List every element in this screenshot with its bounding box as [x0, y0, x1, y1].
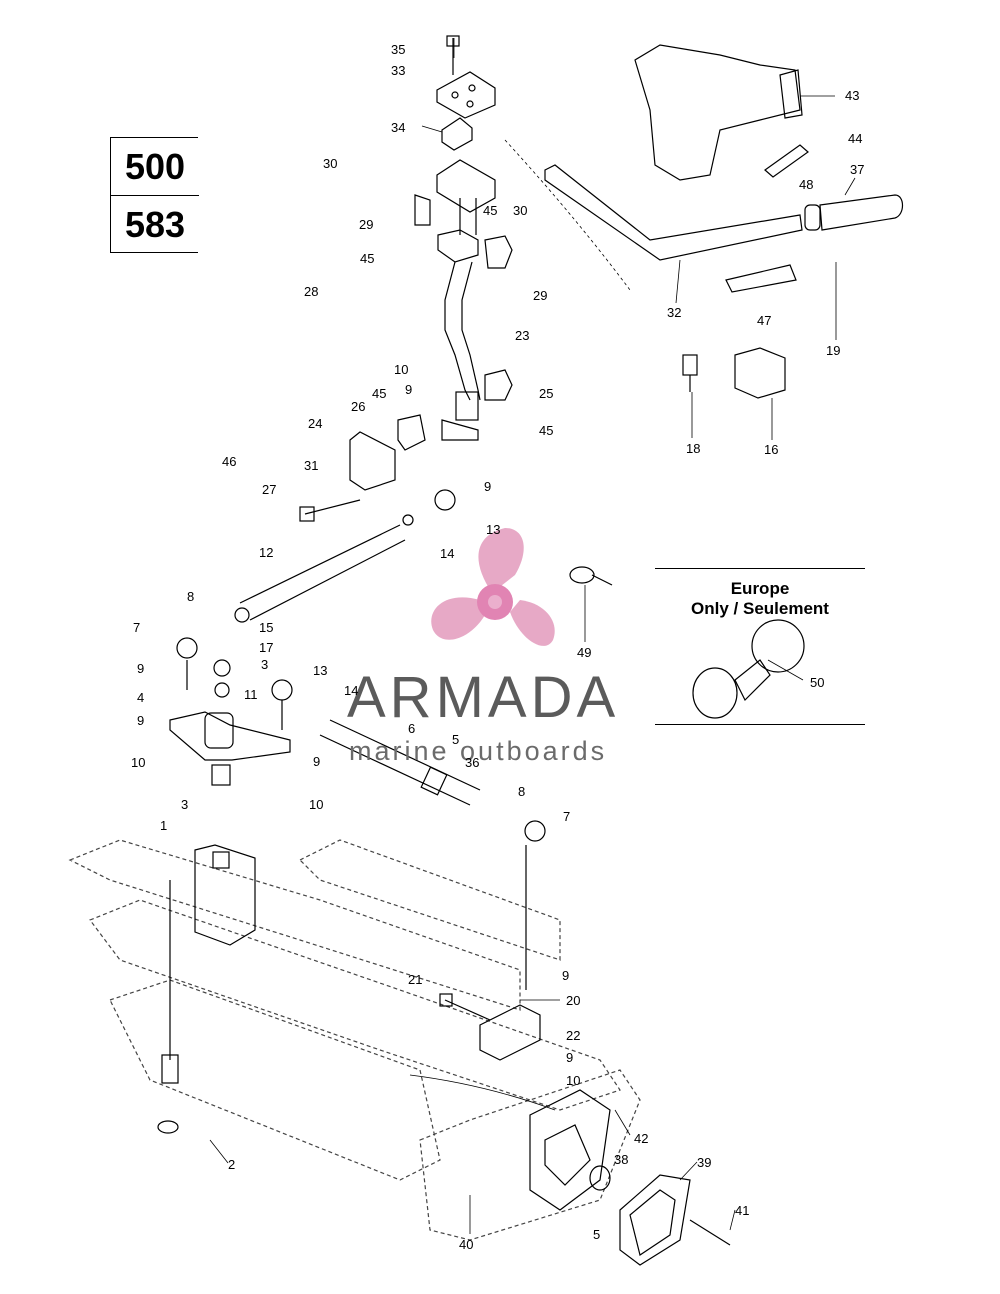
callout-30: 30 [513, 203, 528, 218]
callout-10: 10 [566, 1073, 581, 1088]
callout-9: 9 [137, 713, 145, 728]
callout-47: 47 [757, 313, 772, 328]
callout-8: 8 [187, 589, 195, 604]
callout-35: 35 [391, 42, 406, 57]
watermark-brand-name: ARMADA [347, 665, 620, 730]
callout-48: 48 [799, 177, 814, 192]
callout-8: 8 [518, 784, 526, 799]
steering-rod [234, 489, 456, 623]
callout-32: 32 [667, 305, 682, 320]
callout-1: 1 [160, 818, 168, 833]
callout-45: 45 [539, 423, 554, 438]
callout-34: 34 [391, 120, 406, 135]
model-number-500: 500 [124, 146, 186, 187]
callout-4: 4 [137, 690, 145, 705]
callout-42: 42 [634, 1131, 649, 1146]
watermark-propeller-logo [431, 528, 555, 646]
callout-12: 12 [259, 545, 274, 560]
lower-linkage [169, 637, 293, 786]
callout-9: 9 [484, 479, 492, 494]
callout-41: 41 [735, 1203, 750, 1218]
callout-24: 24 [308, 416, 323, 431]
callout-9: 9 [562, 968, 570, 983]
callout-26: 26 [351, 399, 366, 414]
bracket-assembly [299, 414, 426, 522]
callout-13: 13 [486, 522, 501, 537]
callout-27: 27 [262, 482, 277, 497]
callout-36: 36 [465, 755, 480, 770]
callout-23: 23 [515, 328, 530, 343]
callout-46: 46 [222, 454, 237, 469]
callout-25: 25 [539, 386, 554, 401]
callout-5: 5 [452, 732, 460, 747]
callout-30: 30 [323, 156, 338, 171]
callout-13: 13 [313, 663, 328, 678]
europe-only-title: Europe Only / Seulement [655, 579, 865, 619]
callout-18: 18 [686, 441, 701, 456]
callout-45: 45 [483, 203, 498, 218]
europe-line-2: Only / Seulement [691, 599, 829, 618]
callout-14: 14 [440, 546, 455, 561]
callout-9: 9 [405, 382, 413, 397]
callout-2: 2 [228, 1157, 236, 1172]
callout-37: 37 [850, 162, 865, 177]
callout-10: 10 [309, 797, 324, 812]
callout-31: 31 [304, 458, 319, 473]
callout-40: 40 [459, 1237, 474, 1252]
callout-21: 21 [408, 972, 423, 987]
callout-10: 10 [394, 362, 409, 377]
clip-and-horn [569, 566, 805, 719]
model-number-box: 500 583 [110, 137, 199, 253]
callout-49: 49 [577, 645, 592, 660]
steering-pad [634, 44, 803, 181]
callout-29: 29 [533, 288, 548, 303]
handlebar [544, 144, 904, 293]
callout-45: 45 [372, 386, 387, 401]
electrical-connectors [682, 347, 786, 399]
support-block [157, 844, 256, 1134]
model-number-583: 583 [124, 204, 186, 245]
callout-3: 3 [261, 657, 269, 672]
callout-44: 44 [848, 131, 863, 146]
callout-22: 22 [566, 1028, 581, 1043]
callout-45: 45 [360, 251, 375, 266]
callout-5: 5 [593, 1227, 601, 1242]
hull-frame [68, 839, 641, 1241]
steering-lever [439, 993, 541, 1061]
callout-9: 9 [137, 661, 145, 676]
callout-7: 7 [133, 620, 141, 635]
europe-line-1: Europe [730, 579, 790, 598]
callout-43: 43 [845, 88, 860, 103]
callout-28: 28 [304, 284, 319, 299]
callout-29: 29 [359, 217, 374, 232]
steering-column-assembly [414, 35, 513, 441]
callout-9: 9 [313, 754, 321, 769]
callout-38: 38 [614, 1152, 629, 1167]
callout-33: 33 [391, 63, 406, 78]
callout-15: 15 [259, 620, 274, 635]
callout-3: 3 [181, 797, 189, 812]
callout-10: 10 [131, 755, 146, 770]
callout-50: 50 [810, 675, 825, 690]
callout-9: 9 [566, 1050, 574, 1065]
lower-steering-rod [319, 719, 546, 990]
europe-only-box: Europe Only / Seulement [655, 568, 865, 725]
watermark-brand-subtitle: marine outboards [349, 736, 608, 766]
callout-16: 16 [764, 442, 779, 457]
leader-lines [209, 38, 856, 1234]
callout-7: 7 [563, 809, 571, 824]
callout-6: 6 [408, 721, 416, 736]
callout-14: 14 [344, 683, 359, 698]
callout-17: 17 [259, 640, 274, 655]
callout-11: 11 [244, 687, 258, 702]
callout-19: 19 [826, 343, 841, 358]
model-divider [111, 195, 199, 196]
callout-20: 20 [566, 993, 581, 1008]
callout-39: 39 [697, 1155, 712, 1170]
nozzle-assembly [529, 1089, 731, 1266]
